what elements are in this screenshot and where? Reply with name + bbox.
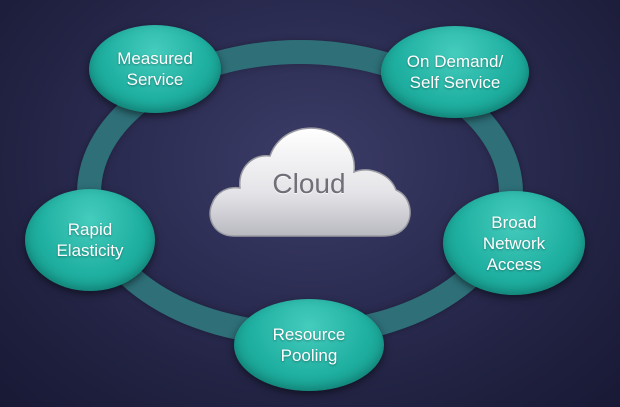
node-on-demand-label: On Demand/ Self Service	[406, 52, 504, 92]
node-measured-service-label: Measured Service	[117, 49, 193, 89]
node-broad-network-access-label: Broad Network Access	[482, 212, 546, 274]
cloud-label: Cloud	[272, 168, 346, 199]
node-on-demand-self-service: On Demand/ Self Service	[381, 26, 529, 118]
node-measured-service: Measured Service	[89, 25, 221, 113]
node-rapid-elasticity: Rapid Elasticity	[25, 189, 155, 291]
node-resource-pooling-label: Resource Pooling	[272, 325, 346, 365]
node-resource-pooling: Resource Pooling	[234, 299, 384, 391]
cloud-icon	[209, 127, 411, 237]
node-rapid-elasticity-label: Rapid Elasticity	[56, 220, 124, 260]
node-broad-network-access: Broad Network Access	[443, 191, 585, 295]
